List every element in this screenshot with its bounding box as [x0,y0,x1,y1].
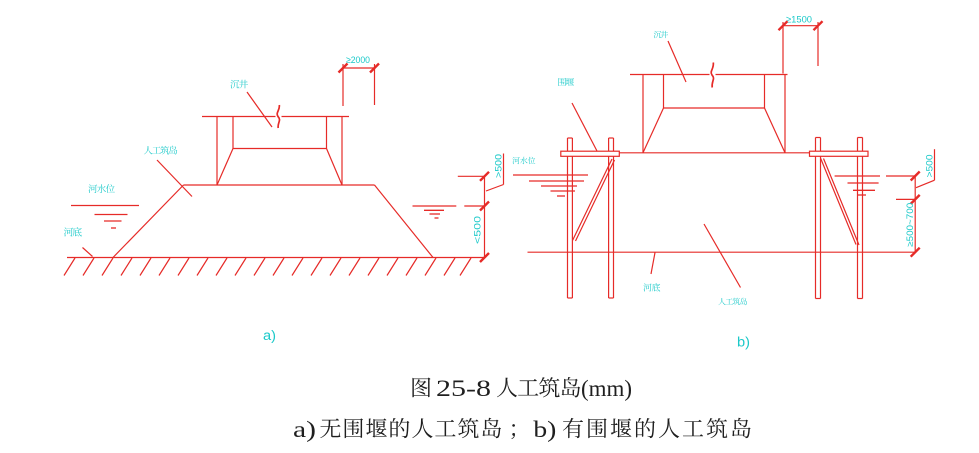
svg-text:>500: >500 [494,154,505,178]
svg-text:≥2000: ≥2000 [346,55,370,66]
svg-text:(mm): (mm) [581,376,632,401]
svg-text:≥1500: ≥1500 [786,14,812,25]
svg-text:≥500~700: ≥500~700 [905,203,915,247]
svg-text:>500: >500 [925,155,936,178]
svg-text:a): a) [293,417,316,442]
svg-text:b): b) [533,417,556,442]
svg-text:a): a) [263,328,276,343]
svg-text:25-8: 25-8 [436,376,491,401]
svg-text:b): b) [737,335,750,350]
svg-text:<500: <500 [473,216,484,244]
